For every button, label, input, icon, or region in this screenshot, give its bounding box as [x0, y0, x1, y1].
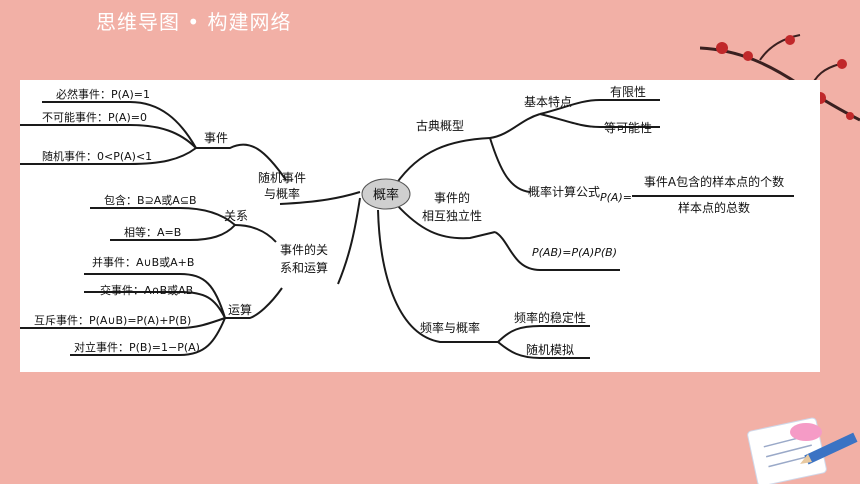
frequency-item-stability: 频率的稳定性 [514, 310, 586, 325]
independence-formula: P(AB)=P(A)P(B) [532, 246, 617, 259]
random-events-label-1: 随机事件 [258, 170, 306, 185]
event-item-sure: 必然事件：P(A)=1 [56, 87, 150, 101]
paper-pencil-decoration [747, 417, 858, 484]
relation-item-contain: 包含：B⊇A或A⊆B [104, 193, 197, 207]
op-item-mutually-exclusive: 互斥事件：P(A∪B)=P(A)+P(B) [34, 314, 191, 327]
mindmap-diagram: 概率 随机事件 与概率 事件 必然事件：P(A)=1 不可能事件：P(A)=0 … [20, 85, 794, 359]
formula-label: 概率计算公式 [528, 184, 600, 199]
features-label: 基本特点 [524, 94, 572, 109]
formula-lhs: P(A)= [600, 191, 632, 204]
feature-equal-prob: 等可能性 [604, 121, 652, 135]
frequency-label: 频率与概率 [420, 320, 480, 335]
frequency-item-simulation: 随机模拟 [526, 342, 574, 357]
random-events-label-2: 与概率 [264, 186, 300, 201]
op-item-union: 并事件：A∪B或A+B [92, 255, 194, 269]
center-label: 概率 [373, 187, 399, 203]
operations-node-label: 运算 [228, 302, 252, 317]
formula-denominator: 样本点的总数 [678, 200, 750, 215]
mindmap-canvas: 概率 随机事件 与概率 事件 必然事件：P(A)=1 不可能事件：P(A)=0 … [20, 80, 820, 372]
formula-numerator: 事件A包含的样本点的个数 [644, 174, 784, 189]
independence-label-2: 相互独立性 [422, 208, 482, 223]
event-item-impossible: 不可能事件：P(A)=0 [42, 110, 147, 124]
event-item-random: 随机事件：0<P(A)<1 [42, 149, 152, 163]
mindmap-connectors [20, 99, 794, 359]
op-item-intersection: 交事件：A∩B或AB [100, 283, 193, 297]
relations-ops-label-2: 系和运算 [280, 260, 328, 275]
slide-title: 思维导图 • 构建网络 [96, 10, 292, 34]
independence-label-1: 事件的 [434, 190, 470, 205]
feature-finite: 有限性 [610, 85, 646, 99]
center-node [361, 178, 411, 210]
op-item-complementary: 对立事件：P(B)=1−P(A) [74, 340, 200, 354]
classical-label: 古典概型 [416, 118, 464, 133]
relations-ops-label-1: 事件的关 [280, 242, 328, 257]
relation-item-equal: 相等：A=B [124, 225, 181, 239]
relations-node-label: 关系 [224, 209, 248, 223]
events-node-label: 事件 [204, 131, 228, 145]
